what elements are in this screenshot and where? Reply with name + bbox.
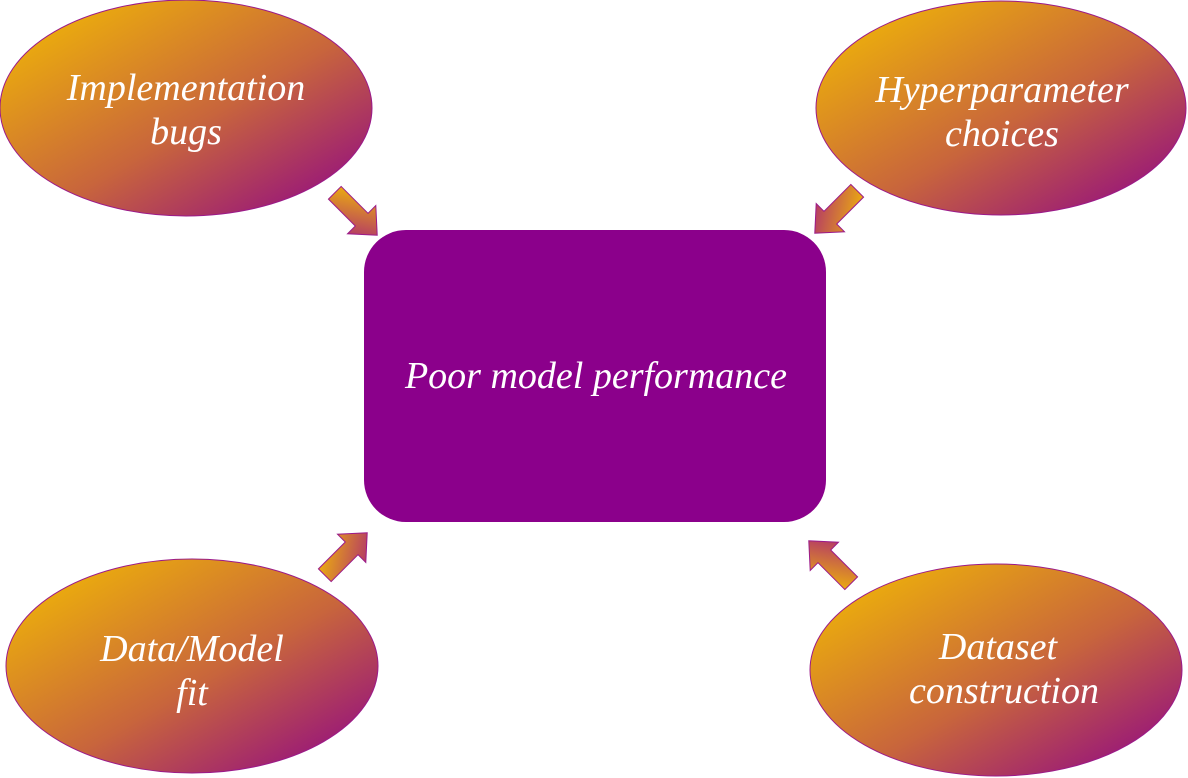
cause-data-model-fit: Data/Model fit (5, 558, 379, 774)
arrow-icon (814, 183, 865, 234)
cause-label-line2: choices (945, 113, 1059, 155)
arrow-icon (317, 532, 368, 583)
arrow-icon (808, 540, 859, 591)
cause-oval (809, 563, 1183, 777)
cause-implementation-bugs: Implementation bugs (0, 0, 373, 217)
arrow-icon (327, 185, 378, 236)
cause-label-line2: fit (176, 672, 209, 714)
arrow-data-model-fit (317, 532, 368, 583)
cause-hyperparameter-choices: Hyperparameter choices (815, 0, 1187, 216)
arrow-dataset-construction (808, 540, 859, 591)
arrow-implementation-bugs (327, 185, 378, 236)
cause-oval (5, 558, 379, 774)
cause-label-line2: bugs (150, 111, 222, 153)
arrow-hyperparameter-choices (814, 183, 865, 234)
cause-label-line1: Hyperparameter (874, 69, 1128, 111)
cause-label-line2: construction (909, 670, 1099, 712)
cause-dataset-construction: Dataset construction (809, 563, 1183, 777)
cause-label-line1: Data/Model (99, 628, 284, 670)
center-box (364, 230, 826, 522)
cause-oval (0, 0, 373, 217)
cause-label-line1: Dataset (938, 626, 1059, 668)
cause-oval (815, 0, 1187, 216)
center-label: Poor model performance (404, 355, 787, 397)
cause-label-line1: Implementation (66, 67, 306, 109)
center-node: Poor model performance (364, 230, 826, 522)
